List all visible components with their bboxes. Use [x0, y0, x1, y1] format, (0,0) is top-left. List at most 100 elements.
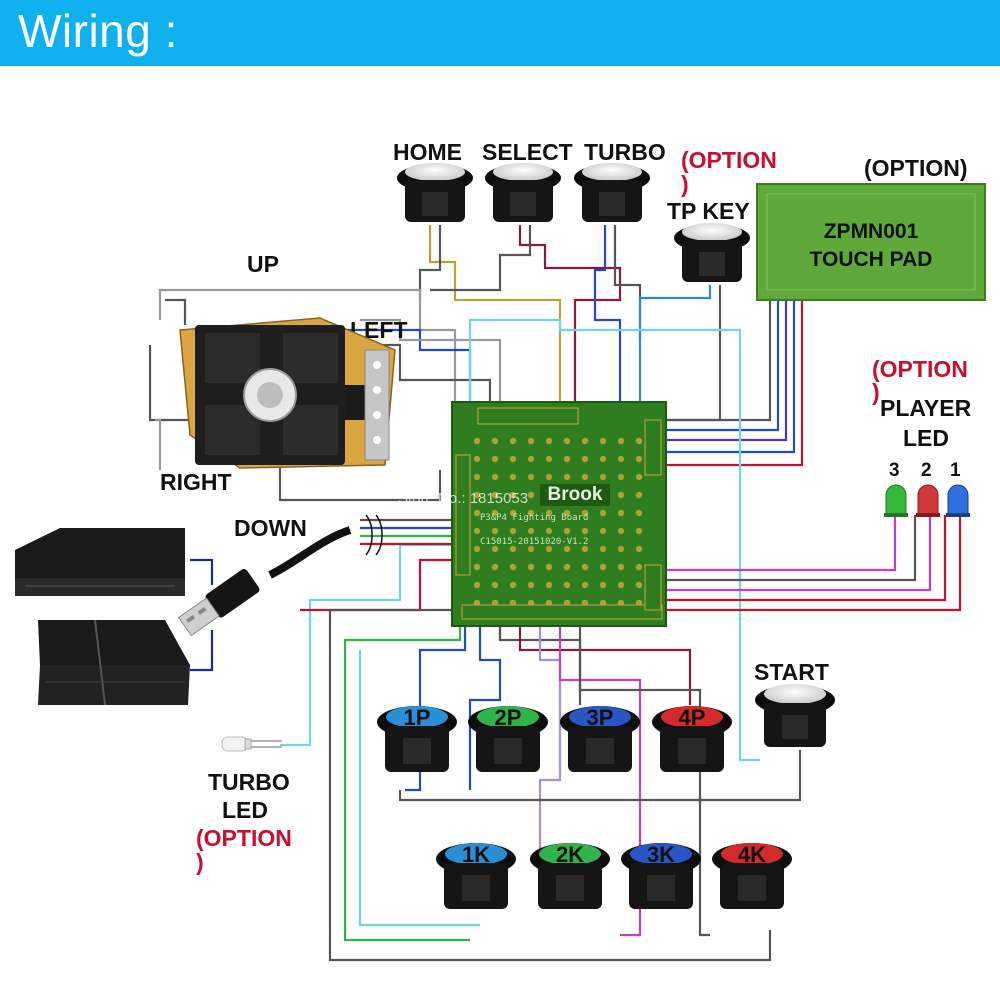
label-turbo-led-2: LED [222, 797, 268, 823]
wire-4p [518, 620, 692, 705]
label-up: UP [247, 251, 279, 277]
touch-pad-line2: TOUCH PAD [810, 248, 933, 271]
label-player: PLAYER [880, 395, 972, 421]
home-button[interactable] [397, 163, 473, 222]
label-turbo: TURBO [584, 139, 666, 165]
select-button[interactable] [485, 163, 561, 222]
wire-tp-1 [665, 300, 772, 422]
action-buttons-bottom-row: 1K 2K 3K 4K [436, 842, 792, 909]
label-option-top: (OPTION [681, 147, 777, 173]
header-bar: Wiring : [0, 0, 1000, 66]
player-led-2 [916, 484, 940, 517]
wire-tpkey-gnd [665, 285, 722, 422]
wire-2p [468, 620, 502, 790]
label-start: START [754, 659, 829, 685]
button-label-1p: 1P [404, 705, 431, 730]
wire-1k-b [358, 650, 480, 927]
usb-plug [177, 514, 383, 637]
label-turbo-led-1: TURBO [208, 769, 290, 795]
button-cap-4p [661, 706, 723, 728]
wire-tp-3 [665, 300, 788, 442]
label-led: LED [903, 425, 949, 451]
button-2k[interactable]: 2K [530, 842, 610, 909]
wire-tp-2 [665, 300, 780, 432]
wire-led3-gnd [665, 515, 917, 582]
wire-common-gnd [328, 608, 772, 962]
tp-key-button[interactable] [674, 223, 750, 282]
button-cap-1k [445, 843, 507, 865]
wire-up-2 [165, 298, 187, 325]
ps4-console [38, 619, 190, 706]
wire-home-gnd [418, 225, 442, 300]
wire-led1 [665, 515, 962, 612]
wire-gnd-stick [360, 318, 502, 415]
button-label-4k: 4K [738, 842, 766, 867]
player-led-1 [946, 484, 970, 517]
label-turbo-led-option: (OPTION [196, 825, 292, 851]
button-label-4p: 4P [679, 705, 706, 730]
wire-right-2 [155, 418, 162, 470]
label-led-1: 1 [950, 460, 961, 481]
wire-up [158, 288, 457, 415]
button-1p[interactable]: 1P [377, 705, 457, 772]
button-cap-2p [477, 706, 539, 728]
wires [148, 225, 962, 962]
ps3-console [15, 528, 185, 596]
label-option-top-paren: ) [681, 171, 689, 197]
button-cap-3k [630, 843, 692, 865]
label-led-3: 3 [889, 460, 900, 481]
wire-tpkey [638, 285, 712, 410]
button-3k[interactable]: 3K [621, 842, 701, 909]
label-led-2: 2 [921, 460, 932, 481]
button-3p[interactable]: 3P [560, 705, 640, 772]
wire-turbo-led-2 [300, 558, 455, 612]
turbo-button[interactable] [574, 163, 650, 222]
wire-led2-b [665, 515, 947, 602]
label-select: SELECT [482, 139, 573, 165]
touch-pad-line1: ZPMN001 [824, 220, 919, 243]
wire-start-cyan [468, 318, 760, 762]
wire-top-row-gnd [398, 750, 802, 802]
wire-down [278, 465, 442, 502]
turbo-led-component [221, 736, 282, 752]
label-player-option: (OPTION [872, 356, 968, 382]
wire-ps3 [190, 558, 214, 585]
button-cap-3p [569, 706, 631, 728]
touch-pad: ZPMN001 TOUCH PAD [756, 183, 986, 301]
wire-select [518, 225, 622, 415]
button-label-3k: 3K [647, 842, 675, 867]
start-button[interactable] [755, 684, 835, 747]
pcb-revision: C15015-20151020-V1.2 [480, 537, 588, 547]
button-label-3p: 3P [587, 705, 614, 730]
button-4p[interactable]: 4P [652, 705, 732, 772]
label-tp-key: TP KEY [667, 198, 750, 224]
pcb-model: P3&P4 Fighting Board [480, 513, 588, 523]
wire-select-gnd [430, 225, 532, 292]
button-2p[interactable]: 2P [468, 705, 548, 772]
header-title: Wiring : [18, 5, 178, 57]
wire-1p [405, 620, 467, 792]
button-label-1k: 1K [462, 842, 490, 867]
label-turbo-led-option-paren: ) [196, 849, 204, 875]
wire-turbo [593, 225, 622, 415]
label-home: HOME [393, 139, 462, 165]
button-cap-1p [386, 706, 448, 728]
action-buttons-top-row: 1P 2P 3P 4P [377, 705, 732, 772]
button-cap-4k [721, 843, 783, 865]
button-4k[interactable]: 4K [712, 842, 792, 909]
wire-led3 [665, 515, 897, 572]
wire-ps4 [190, 630, 214, 672]
button-1k[interactable]: 1K [436, 842, 516, 909]
wire-turbo-gnd [613, 225, 642, 340]
pcb-watermark: Store No.: 1815053 [398, 490, 528, 507]
wire-led2 [665, 515, 932, 592]
wire-4k-gnd [578, 620, 710, 937]
label-down: DOWN [234, 515, 307, 541]
joystick[interactable] [179, 317, 396, 469]
button-label-2k: 2K [556, 842, 584, 867]
label-right: RIGHT [160, 469, 232, 495]
button-label-2p: 2P [495, 705, 522, 730]
label-player-option-paren: ) [872, 379, 880, 405]
